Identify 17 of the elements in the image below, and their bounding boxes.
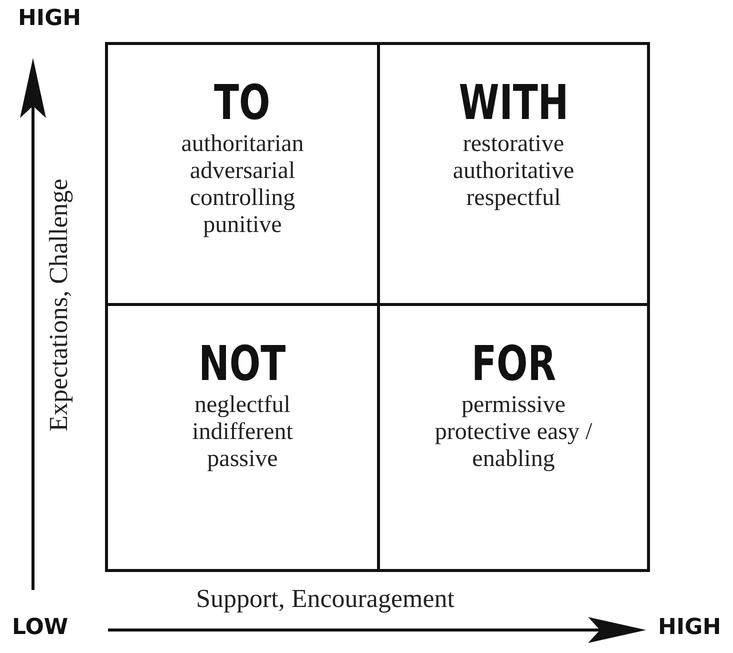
quadrant-heading: WITH: [458, 75, 568, 131]
axis-title: Expectations, Challenge: [44, 178, 74, 432]
axis-end-label: LOW: [12, 615, 68, 640]
quadrant-description: neglectful indifferent passive: [191, 392, 294, 473]
axis-end-label: HIGH: [658, 615, 722, 640]
quadrant-box: [105, 303, 380, 572]
quadrant-description: authoritarian adversarial controlling punitive: [180, 131, 305, 239]
quadrant-description: restorative authoritative respectful: [452, 131, 576, 212]
axis-title: Support, Encouragement: [196, 584, 454, 614]
quadrant-heading: TO: [214, 75, 271, 131]
quadrant-heading: NOT: [199, 336, 286, 392]
quadrant-box: [105, 42, 380, 306]
quadrant-box: [377, 42, 650, 306]
quadrant-heading: FOR: [471, 336, 556, 392]
axis-end-label: HIGH: [18, 6, 82, 31]
quadrant-description: permissive protective easy / enabling: [434, 392, 594, 473]
quadrant-box: [377, 303, 650, 572]
